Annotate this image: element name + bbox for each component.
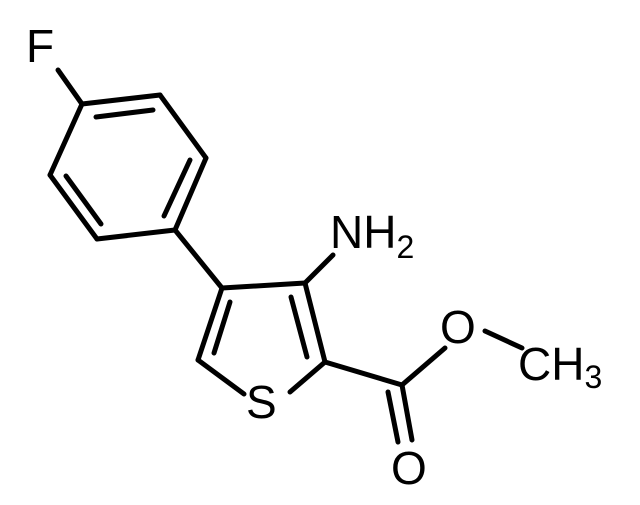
amine-group: NH2 bbox=[330, 206, 414, 265]
double-bond-inner bbox=[93, 107, 156, 120]
c-n-bond bbox=[302, 252, 336, 286]
bond bbox=[47, 172, 100, 242]
bond bbox=[302, 280, 328, 365]
double-bond-inner bbox=[63, 173, 104, 227]
thiophene-ring bbox=[195, 280, 328, 397]
benzene-ring bbox=[47, 92, 209, 242]
bond bbox=[195, 357, 247, 397]
bond bbox=[157, 92, 209, 161]
double-bond-inner bbox=[161, 157, 193, 219]
sulfur-atom: S bbox=[246, 376, 277, 428]
ester-oxygen-atom: O bbox=[440, 301, 476, 353]
o-methyl-bond bbox=[482, 328, 525, 351]
c-o-bond bbox=[399, 345, 448, 388]
bond bbox=[47, 101, 85, 178]
bond bbox=[219, 280, 308, 291]
aryl-thiophene-bond bbox=[172, 227, 225, 291]
carbonyl-double-bond bbox=[399, 382, 415, 443]
double-bond-inner bbox=[211, 299, 233, 356]
c-carbonyl-bond bbox=[322, 359, 405, 388]
bond bbox=[94, 227, 178, 242]
bond bbox=[287, 359, 328, 395]
bond bbox=[195, 285, 225, 363]
fluorine-atom: F bbox=[26, 20, 54, 72]
bond bbox=[172, 155, 209, 233]
carbonyl-double-bond bbox=[385, 389, 401, 445]
methyl-group: CH3 bbox=[518, 338, 602, 395]
c-f-bond bbox=[55, 67, 85, 107]
carbonyl-oxygen-atom: O bbox=[391, 442, 427, 494]
double-bond-inner bbox=[288, 294, 310, 360]
bond bbox=[79, 92, 163, 107]
